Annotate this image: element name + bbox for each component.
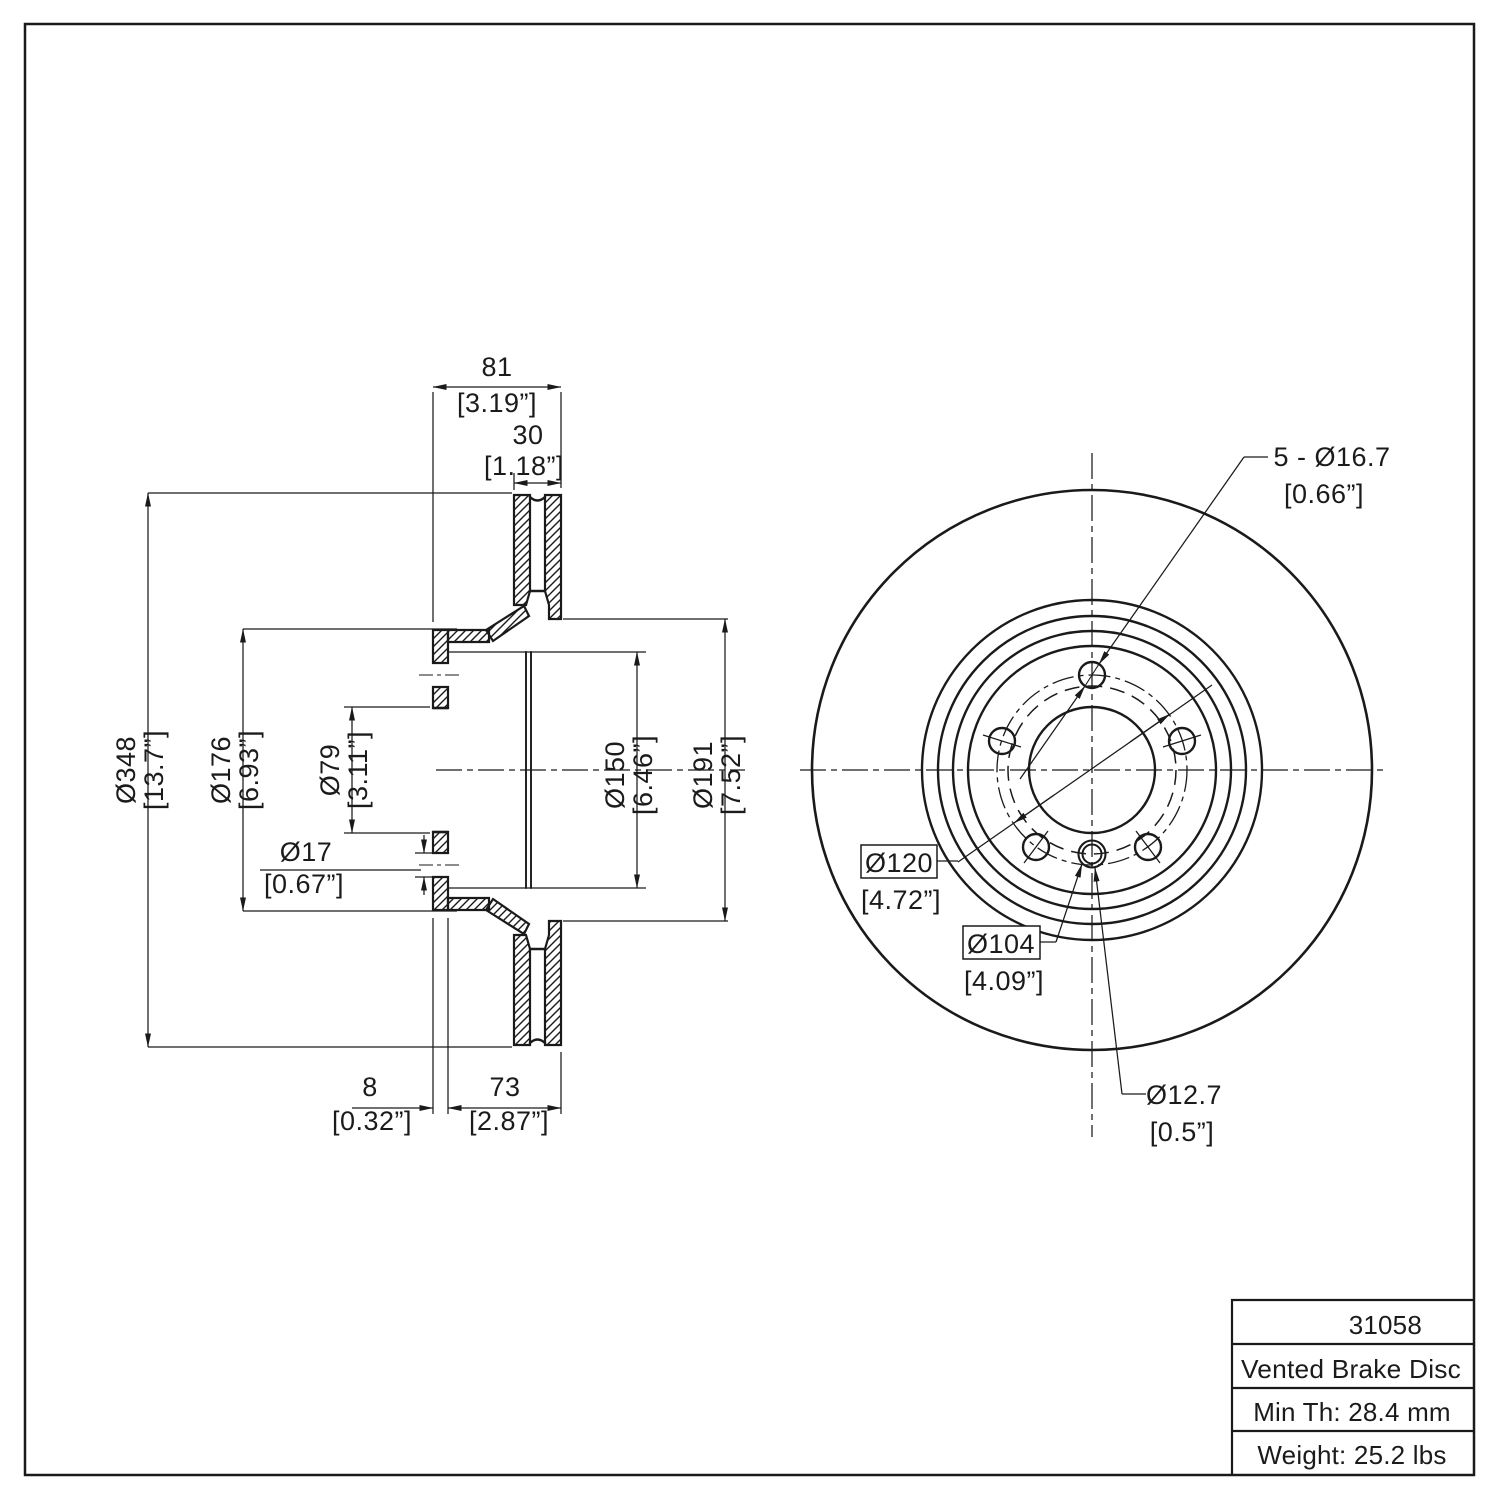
dim-pilot-circle-mm: Ø104 (967, 929, 1035, 959)
dim-hat-depth-in: [2.87”] (469, 1106, 549, 1136)
dim-center-bore: Ø79 [3.11”] (315, 706, 430, 834)
dim-bore-mm: Ø79 (315, 744, 345, 797)
dim-hat-depth: 73 [2.87”] (447, 1072, 562, 1136)
dim-recess-diameter: Ø150 [6.46”] (600, 651, 658, 889)
dim-outer-diameter: Ø348 [13.7”] (111, 492, 512, 1048)
dim-bolt-hole: Ø17 [0.67”] (260, 835, 433, 899)
dim-lug-holes-mm: 5 - Ø16.7 (1273, 442, 1390, 472)
dim-hat-depth-mm: 73 (489, 1072, 520, 1102)
dim-width-in: [3.19”] (457, 388, 537, 418)
dim-recess-in: [6.46”] (628, 735, 658, 815)
dim-hat-mm: Ø191 (688, 741, 718, 809)
dim-thickness-mm: 30 (512, 420, 543, 450)
dim-od-in: [13.7”] (139, 730, 169, 810)
dim-hat-in: [7.52”] (716, 735, 746, 815)
section-hatched-areas (431, 493, 563, 1047)
dim-width-mm: 81 (481, 352, 512, 382)
dim-bolt-circle-frame (860, 844, 938, 879)
dim-flange-mm: Ø176 (206, 736, 236, 804)
part-name: Vented Brake Disc (1241, 1354, 1461, 1384)
title-block: 31058 Vented Brake Disc Min Th: 28.4 mm … (1230, 1298, 1474, 1475)
dim-thickness-in: [1.18”] (484, 451, 564, 481)
dim-bore-in: [3.11”] (343, 731, 373, 809)
dim-hat-diameter: Ø191 [7.52”] (563, 618, 746, 922)
section-edges (431, 495, 646, 1045)
dim-pilot-circle-frame (962, 925, 1041, 960)
dim-pilot-hole: Ø12.7 [0.5”] (1093, 867, 1222, 1147)
dim-lug-holes: 5 - Ø16.7 [0.66”] (1019, 442, 1390, 780)
part-number: 31058 (1349, 1310, 1422, 1340)
dim-overall-width: 81 [3.19”] (432, 352, 562, 622)
dim-bolt-circle-mm: Ø120 (865, 848, 933, 878)
dim-flange-diameter: Ø176 [6.93”] (206, 628, 457, 912)
front-view: 5 - Ø16.7 [0.66”] Ø120 [4.72”] Ø104 [4.0… (800, 442, 1390, 1147)
weight: Weight: 25.2 lbs (1257, 1440, 1446, 1470)
dim-recess-mm: Ø150 (600, 741, 630, 809)
dim-bolt-hole-mm: Ø17 (280, 837, 333, 867)
dim-flange-th-mm: 8 (362, 1072, 378, 1102)
dim-pilot-hole-in: [0.5”] (1150, 1117, 1215, 1147)
dim-disc-thickness: 30 [1.18”] (484, 420, 564, 490)
dim-flange-thickness: 8 [0.32”] (332, 918, 562, 1136)
dim-bolt-circle: Ø120 [4.72”] (860, 684, 1213, 915)
dim-bolt-hole-in: [0.67”] (264, 869, 344, 899)
page-border (23, 22, 1476, 1477)
dim-lug-holes-in: [0.66”] (1284, 479, 1364, 509)
dim-pilot-hole-mm: Ø12.7 (1146, 1080, 1222, 1110)
section-view: Ø348 [13.7”] Ø176 [6.93”] Ø79 [3.11”] Ø1… (111, 352, 746, 1136)
dim-pilot-circle: Ø104 [4.09”] (962, 863, 1083, 996)
dim-od-mm: Ø348 (111, 736, 141, 804)
dim-bolt-circle-in: [4.72”] (861, 885, 941, 915)
min-thickness: Min Th: 28.4 mm (1253, 1397, 1451, 1427)
dim-pilot-circle-in: [4.09”] (964, 966, 1044, 996)
title-block-grid (1230, 1298, 1474, 1475)
dim-flange-in: [6.93”] (234, 730, 264, 810)
dim-flange-th-in: [0.32”] (332, 1106, 412, 1136)
section-bolt-hole-centerlines (419, 674, 461, 866)
